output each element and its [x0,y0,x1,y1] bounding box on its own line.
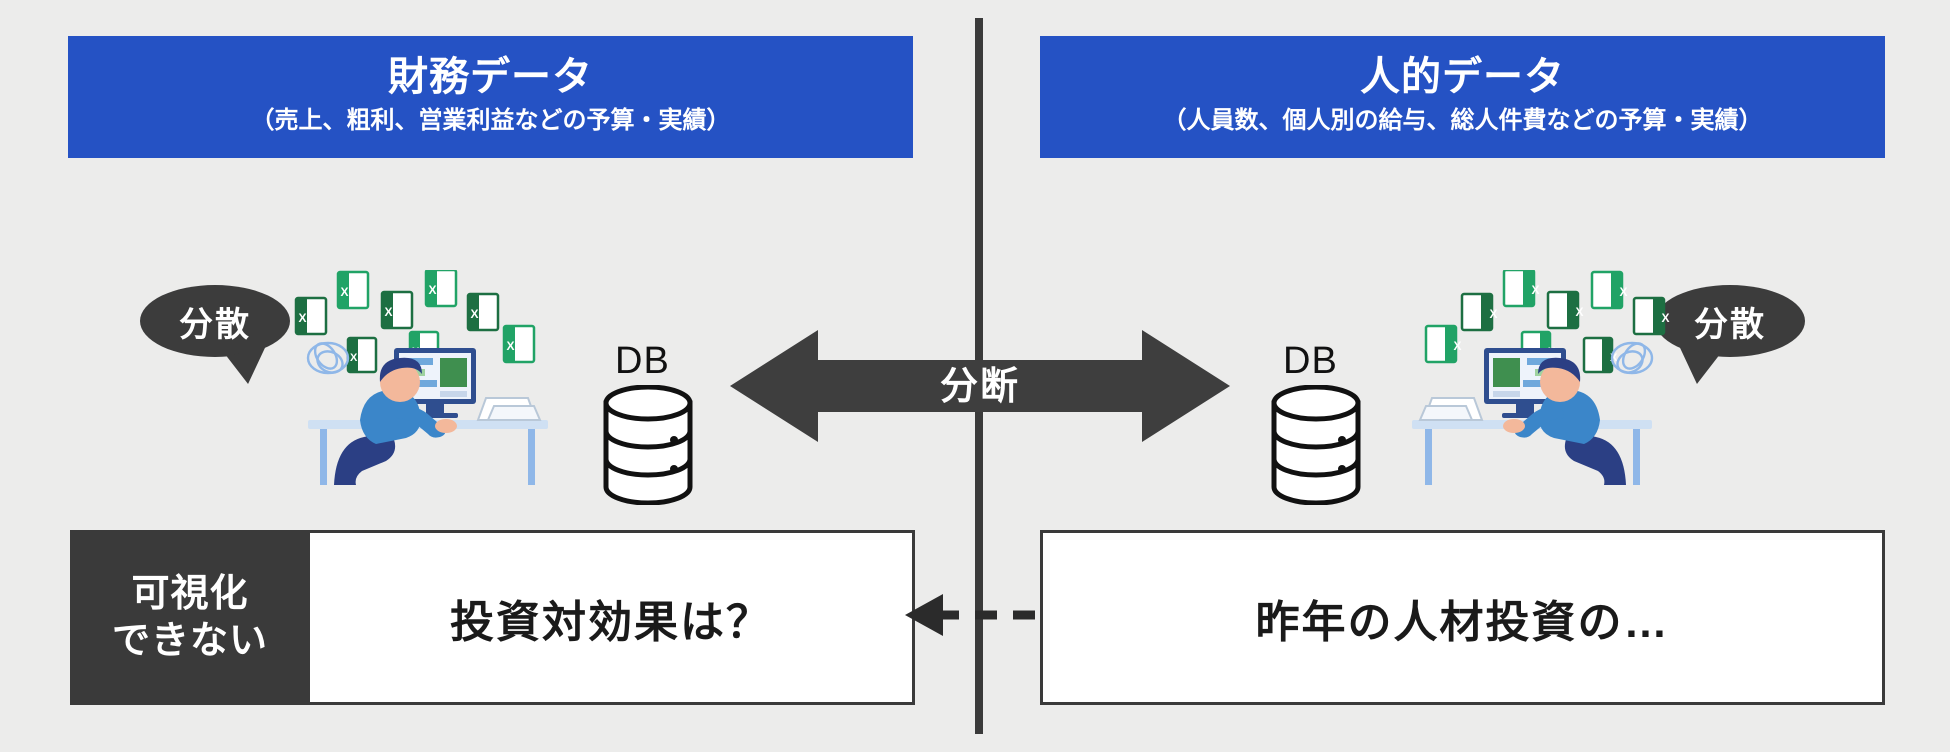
bubble-tail-icon [1671,346,1719,388]
db-right-label: DB [1283,340,1338,382]
bottom-right-box: 昨年の人材投資の… [1040,530,1885,705]
dashed-arrow-icon [905,594,1055,636]
svg-text:X: X [1454,339,1462,353]
bubble-left-label: 分散 [179,305,251,344]
db-icon [603,384,693,506]
db-icon [1271,384,1361,506]
illustration-svg: X X X X [294,268,548,485]
person-at-desk-illustration-left: X X X X [290,268,580,495]
banner-right-subtitle: （人員数、個人別の給与、総人件費などの予算・実績） [1162,107,1763,135]
svg-text:X: X [1610,352,1618,364]
svg-text:X: X [299,311,307,325]
svg-text:X: X [429,283,437,297]
speech-bubble-left: 分散 [140,285,290,388]
spreadsheet-icons: X X X X [294,268,536,374]
person-icon [1503,357,1626,485]
double-headed-arrow [730,330,1230,442]
spreadsheet-icons: X X X X [1424,268,1670,374]
bottom-left-box: 可視化 できない 投資対効果は？ [70,530,915,705]
speech-bubble-right: 分散 [1655,285,1805,388]
database-cylinder-right [1268,384,1364,510]
bottom-left-box-text: 投資対効果は？ [310,530,915,705]
illustration-svg: X X X X [1412,268,1670,485]
svg-text:X: X [1576,305,1584,319]
bubble-right-label: 分散 [1694,305,1766,344]
db-left-label: DB [615,340,670,382]
papers-icon [476,397,542,421]
tab-cannot-visualize: 可視化 できない [70,530,310,705]
svg-text:X: X [1620,285,1628,299]
banner-financial-data: 財務データ （売上、粗利、営業利益などの予算・実績） [68,36,913,158]
banner-human-data: 人的データ （人員数、個人別の給与、総人件費などの予算・実績） [1040,36,1885,158]
svg-text:X: X [507,339,515,353]
bottom-right-box-text: 昨年の人材投資の… [1255,597,1670,647]
svg-text:X: X [341,285,349,299]
banner-right-title: 人的データ [1360,55,1565,99]
svg-text:X: X [1490,307,1498,321]
svg-text:X: X [471,307,479,321]
dashed-arrow-left [905,590,1055,640]
tangle-scribble-icon [1610,341,1654,375]
svg-text:X: X [350,352,358,364]
svg-text:X: X [385,305,393,319]
database-cylinder-left [600,384,696,510]
papers-icon [1418,397,1484,421]
double-arrow-icon [730,330,1230,442]
tangle-scribble-icon [306,341,350,375]
banner-left-subtitle: （売上、粗利、営業利益などの予算・実績） [250,107,731,135]
banner-left-title: 財務データ [388,55,593,99]
tab-line-1: 可視化 [131,573,249,616]
person-icon [334,357,457,485]
tab-line-2: できない [111,619,268,662]
bubble-tail-icon [226,346,274,388]
person-at-desk-illustration-right: X X X X [1380,268,1670,495]
svg-text:X: X [1662,311,1670,325]
svg-text:X: X [1532,283,1540,297]
